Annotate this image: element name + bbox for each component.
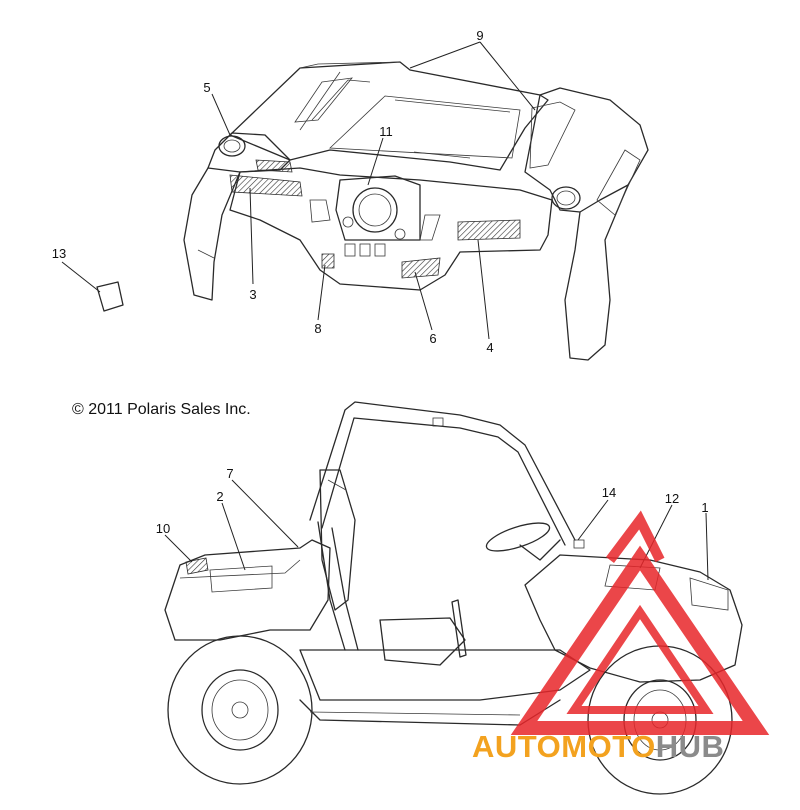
callout-2: 2	[216, 489, 223, 504]
decal-13	[96, 281, 124, 312]
callout-7: 7	[226, 466, 233, 481]
dash-hood-assembly	[183, 61, 649, 361]
decal-4	[457, 219, 521, 241]
leader-lines	[61, 41, 709, 581]
callout-10: 10	[156, 521, 170, 536]
callout-3: 3	[249, 287, 256, 302]
callout-9: 9	[476, 28, 483, 43]
decal-1	[689, 577, 729, 611]
copyright-text: © 2011 Polaris Sales Inc.	[72, 401, 251, 418]
watermark-text: AUTOMOTOHUB	[472, 729, 724, 764]
callout-1: 1	[701, 500, 708, 515]
watermark-logo	[510, 510, 770, 735]
callout-14: 14	[602, 485, 616, 500]
callout-4: 4	[486, 340, 493, 355]
callout-labels: 1 2 3 4 5 6 7 8 9 10 11 12 13 14	[52, 28, 709, 536]
callout-5: 5	[203, 80, 210, 95]
decal-8	[321, 253, 335, 269]
decal-2	[209, 565, 273, 593]
callout-8: 8	[314, 321, 321, 336]
callout-12: 12	[665, 491, 679, 506]
decal-10	[185, 557, 209, 575]
callout-11: 11	[379, 124, 393, 139]
decal-6	[401, 257, 441, 279]
decal-14	[573, 539, 585, 549]
decal-3	[229, 174, 303, 197]
callout-13: 13	[52, 246, 66, 261]
callout-6: 6	[429, 331, 436, 346]
